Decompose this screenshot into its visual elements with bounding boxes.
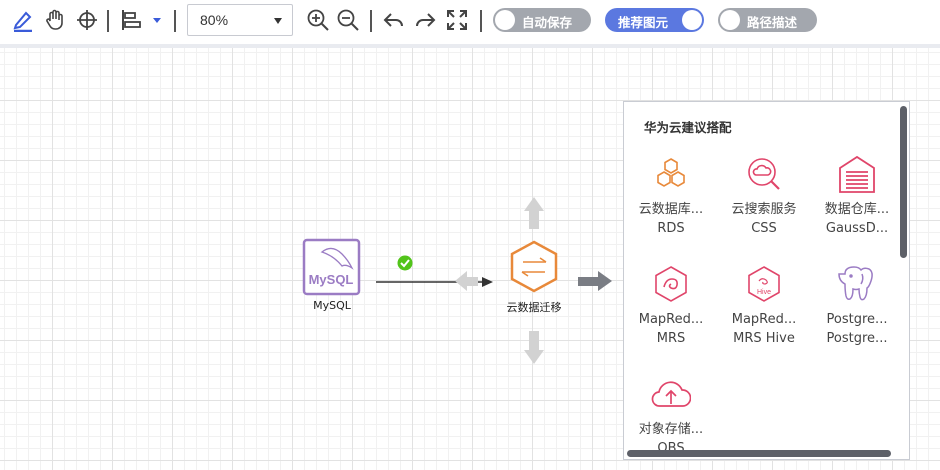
panel-horizontal-scrollbar[interactable]: [627, 450, 891, 457]
service-name: 云数据库...: [638, 202, 704, 217]
search-cloud-icon: [719, 152, 809, 196]
redo-icon[interactable]: [411, 6, 439, 34]
hive-icon: Hive: [719, 262, 809, 306]
toolbar: 80% 自动保存 推荐图元 路径描述: [0, 0, 940, 48]
service-name: MapRed...: [638, 312, 704, 327]
cloud-data-migration-node[interactable]: [510, 240, 558, 293]
toolbar-divider: [174, 10, 176, 32]
service-item-css[interactable]: 云搜索服务 CSS: [719, 152, 809, 238]
service-code: CSS: [751, 221, 777, 236]
zoom-value: 80%: [200, 12, 229, 28]
service-item-obs[interactable]: 对象存储... OBS: [626, 372, 716, 458]
panel-vertical-scrollbar[interactable]: [900, 106, 907, 258]
undo-icon[interactable]: [380, 6, 408, 34]
postgres-elephant-icon: [812, 262, 902, 306]
mapreduce-icon: [626, 262, 716, 306]
fullscreen-icon[interactable]: [443, 6, 471, 34]
service-code: RDS: [657, 221, 685, 236]
panel-title: 华为云建议搭配: [644, 120, 732, 135]
zoom-select[interactable]: 80%: [187, 4, 293, 36]
service-code: MRS: [656, 331, 686, 346]
service-item-postgres[interactable]: Postgre... Postgre...: [812, 262, 902, 348]
service-name: 云搜索服务: [731, 202, 797, 217]
toggle-knob: [495, 10, 515, 30]
service-item-mrs[interactable]: MapRed... MRS: [626, 262, 716, 348]
migration-node-label: 云数据迁移: [506, 301, 562, 314]
edit-pen-icon[interactable]: [10, 6, 36, 34]
recommend-elements-label: 推荐图元: [618, 15, 669, 30]
zoom-in-icon[interactable]: [305, 6, 331, 34]
align-dropdown-caret-icon[interactable]: [150, 6, 164, 34]
hive-icon-text: Hive: [757, 289, 771, 296]
service-name: Postgre...: [826, 312, 888, 327]
service-code: MRS Hive: [733, 331, 795, 346]
service-code: Postgre...: [826, 331, 888, 346]
expand-down-arrow-icon[interactable]: [524, 331, 544, 364]
service-name: 对象存储...: [638, 422, 704, 437]
service-name: 数据仓库...: [824, 202, 890, 217]
dolphin-icon: [320, 247, 354, 270]
mysql-node[interactable]: MySQL: [302, 238, 361, 296]
toggle-knob: [682, 10, 702, 30]
recommendation-panel: 华为云建议搭配 云数据库... RDS 云搜索服务 CSS: [623, 101, 910, 460]
success-check-icon: [397, 255, 413, 271]
service-code: GaussD...: [825, 221, 889, 236]
chevron-down-icon: [274, 18, 282, 24]
expand-right-arrow-icon[interactable]: [578, 271, 612, 291]
toolbar-divider: [107, 10, 109, 32]
service-item-mrs-hive[interactable]: Hive MapRed... MRS Hive: [719, 262, 809, 348]
obs-cloud-upload-icon: [626, 372, 716, 416]
autosave-toggle[interactable]: 自动保存: [493, 8, 591, 32]
warehouse-icon: [812, 152, 902, 196]
service-name: MapRed...: [731, 312, 797, 327]
toolbar-divider: [370, 10, 372, 32]
autosave-label: 自动保存: [522, 15, 573, 30]
toggle-knob: [720, 10, 740, 30]
rds-honeycomb-icon: [626, 152, 716, 196]
service-item-gaussdb[interactable]: 数据仓库... GaussD...: [812, 152, 902, 238]
mysql-icon-text: MySQL: [309, 272, 354, 287]
crosshair-icon[interactable]: [74, 6, 100, 34]
hand-pan-icon[interactable]: [42, 6, 68, 34]
recommend-elements-toggle[interactable]: 推荐图元: [605, 8, 704, 32]
toolbar-divider: [480, 10, 482, 32]
zoom-out-icon[interactable]: [335, 6, 361, 34]
path-description-toggle[interactable]: 路径描述: [718, 8, 817, 32]
path-description-label: 路径描述: [747, 15, 798, 30]
expand-left-arrow-icon[interactable]: [455, 271, 478, 291]
mysql-node-label: MySQL: [313, 299, 351, 312]
expand-up-arrow-icon[interactable]: [524, 197, 544, 229]
service-item-rds[interactable]: 云数据库... RDS: [626, 152, 716, 238]
swap-arrows-icon: [521, 257, 547, 277]
align-left-icon[interactable]: [118, 6, 144, 34]
